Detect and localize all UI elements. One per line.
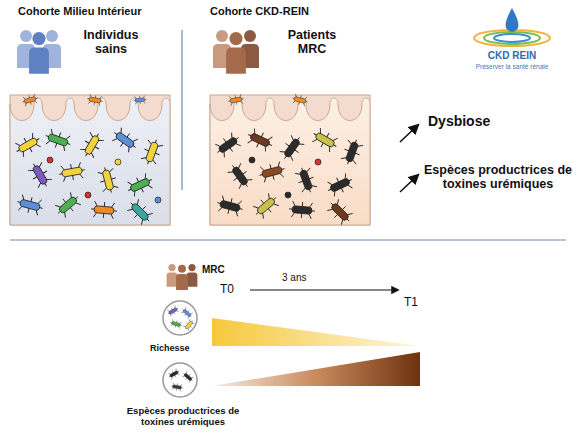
cohort-title: Cohorte Milieu Intérieur bbox=[18, 5, 188, 18]
time-point: T0 bbox=[220, 283, 250, 297]
increase-arrow bbox=[400, 125, 418, 142]
separator bbox=[10, 240, 566, 241]
gut-panel bbox=[210, 93, 370, 227]
people-icon bbox=[213, 30, 259, 74]
people-icon bbox=[17, 30, 61, 74]
decrease-wedge bbox=[212, 318, 420, 346]
duration-label: 3 ans bbox=[282, 272, 332, 284]
cohort-title: Cohorte CKD-REIN bbox=[210, 5, 380, 18]
species-icon bbox=[163, 363, 197, 397]
finding-label: Espèces productrices de toxines urémique… bbox=[420, 163, 576, 192]
logo bbox=[474, 8, 550, 46]
group-label: Individus sains bbox=[75, 28, 147, 57]
increase-wedge bbox=[212, 352, 420, 386]
time-point: T1 bbox=[404, 296, 434, 310]
metric-label: Espèces productrices de toxines urémique… bbox=[126, 406, 240, 428]
richness-icon bbox=[163, 301, 197, 335]
divider bbox=[181, 30, 183, 190]
group-label: MRC bbox=[202, 264, 242, 276]
finding-label: Dysbiose bbox=[428, 113, 548, 129]
timeline-arrow bbox=[250, 289, 398, 290]
group-label: Patients MRC bbox=[276, 28, 348, 57]
logo-tagline: Préserver la santé rénale bbox=[452, 63, 572, 70]
gut-panel bbox=[10, 93, 170, 227]
metric-label: Richesse bbox=[150, 343, 220, 353]
increase-arrow bbox=[400, 175, 418, 192]
people-icon bbox=[167, 264, 198, 290]
logo-text: CKD REIN bbox=[462, 50, 562, 62]
